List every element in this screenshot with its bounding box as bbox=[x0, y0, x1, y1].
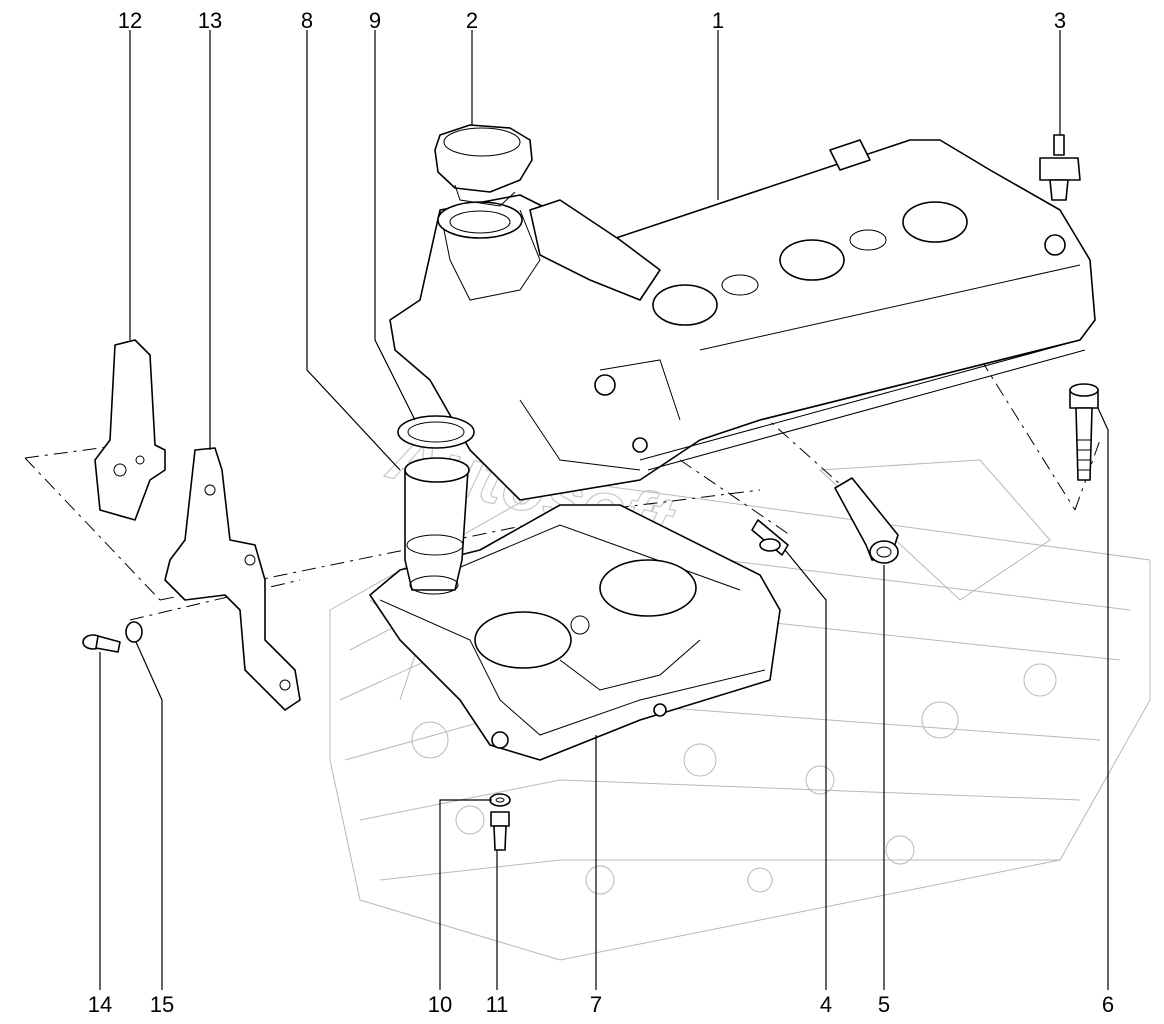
callout-labels: 12 13 8 9 2 1 3 14 15 10 11 7 4 5 6 bbox=[88, 8, 1114, 1017]
callout-2: 2 bbox=[466, 8, 478, 33]
callout-15: 15 bbox=[150, 992, 174, 1017]
screw bbox=[490, 811, 510, 851]
breather-hose bbox=[834, 477, 899, 564]
baffle-plate bbox=[369, 504, 781, 761]
flange-bolt bbox=[82, 634, 121, 653]
washer-small bbox=[489, 793, 511, 807]
sealing-ring bbox=[397, 415, 475, 449]
callout-14: 14 bbox=[88, 992, 112, 1017]
callout-12: 12 bbox=[118, 8, 142, 33]
callout-11: 11 bbox=[486, 992, 509, 1017]
callout-13: 13 bbox=[198, 8, 222, 33]
oil-filler-cap bbox=[434, 124, 533, 207]
bracket-large bbox=[164, 447, 301, 711]
callout-1: 1 bbox=[712, 8, 724, 33]
callout-10: 10 bbox=[428, 992, 452, 1017]
callout-6: 6 bbox=[1102, 992, 1114, 1017]
washer-flat bbox=[125, 621, 143, 643]
valve-cover bbox=[389, 139, 1096, 501]
callout-7: 7 bbox=[590, 992, 602, 1017]
callout-8: 8 bbox=[301, 8, 313, 33]
leader-lines bbox=[99, 30, 1109, 990]
callout-9: 9 bbox=[369, 8, 381, 33]
small-pin bbox=[751, 519, 789, 556]
filler-tube bbox=[404, 457, 470, 595]
long-bolt bbox=[1069, 383, 1099, 481]
callout-5: 5 bbox=[878, 992, 890, 1017]
stud-bolt bbox=[1039, 134, 1081, 201]
bracket-small bbox=[94, 339, 166, 521]
callout-4: 4 bbox=[820, 992, 832, 1017]
callout-3: 3 bbox=[1054, 8, 1066, 33]
